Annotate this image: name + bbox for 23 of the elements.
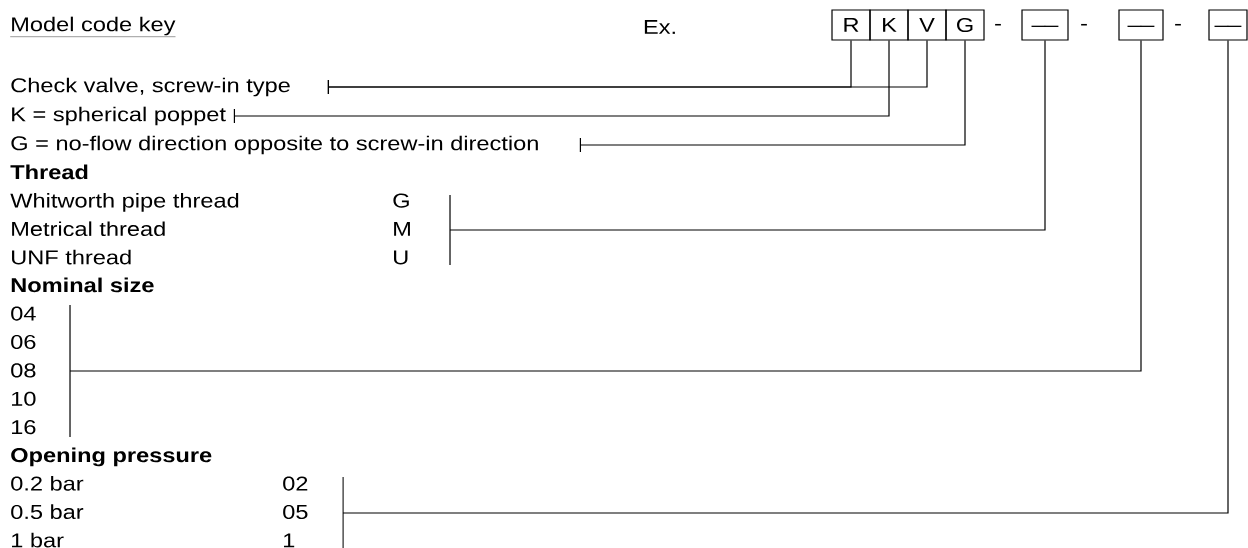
code-box: K [869, 9, 909, 41]
leader-line [69, 40, 1142, 438]
code-box: __ [1118, 9, 1164, 41]
description-text: K = spherical poppet [12, 106, 226, 126]
option-list: Nominal size 04 06 08 10 16 [11, 277, 154, 435]
example-label: Ex. [644, 20, 675, 34]
code-box: G [945, 9, 985, 41]
description-text: G = no-flow direction opposite to screw-in direction [11, 135, 538, 155]
separator-dash: - [1175, 23, 1181, 26]
code-box: __ [1021, 9, 1069, 41]
code-box: R [831, 9, 871, 41]
code-box: V [907, 9, 947, 41]
option-list: Opening pressure 0.2 bar 02 0.5 bar 05 1 bar 1 [11, 447, 308, 548]
leader-line [579, 40, 966, 153]
option-list: Thread Whitworth pipe thread G Metrical thread M UNF thread U [10, 164, 410, 265]
leader-line [449, 40, 1046, 266]
separator-dash: - [995, 23, 1001, 26]
leader-line [342, 40, 1229, 548]
title: Model code key [10, 16, 176, 37]
description-text: Check valve, screw-in type [11, 77, 290, 97]
leader-line [233, 40, 890, 124]
code-box: __ [1208, 9, 1248, 41]
separator-dash: - [1081, 23, 1087, 26]
